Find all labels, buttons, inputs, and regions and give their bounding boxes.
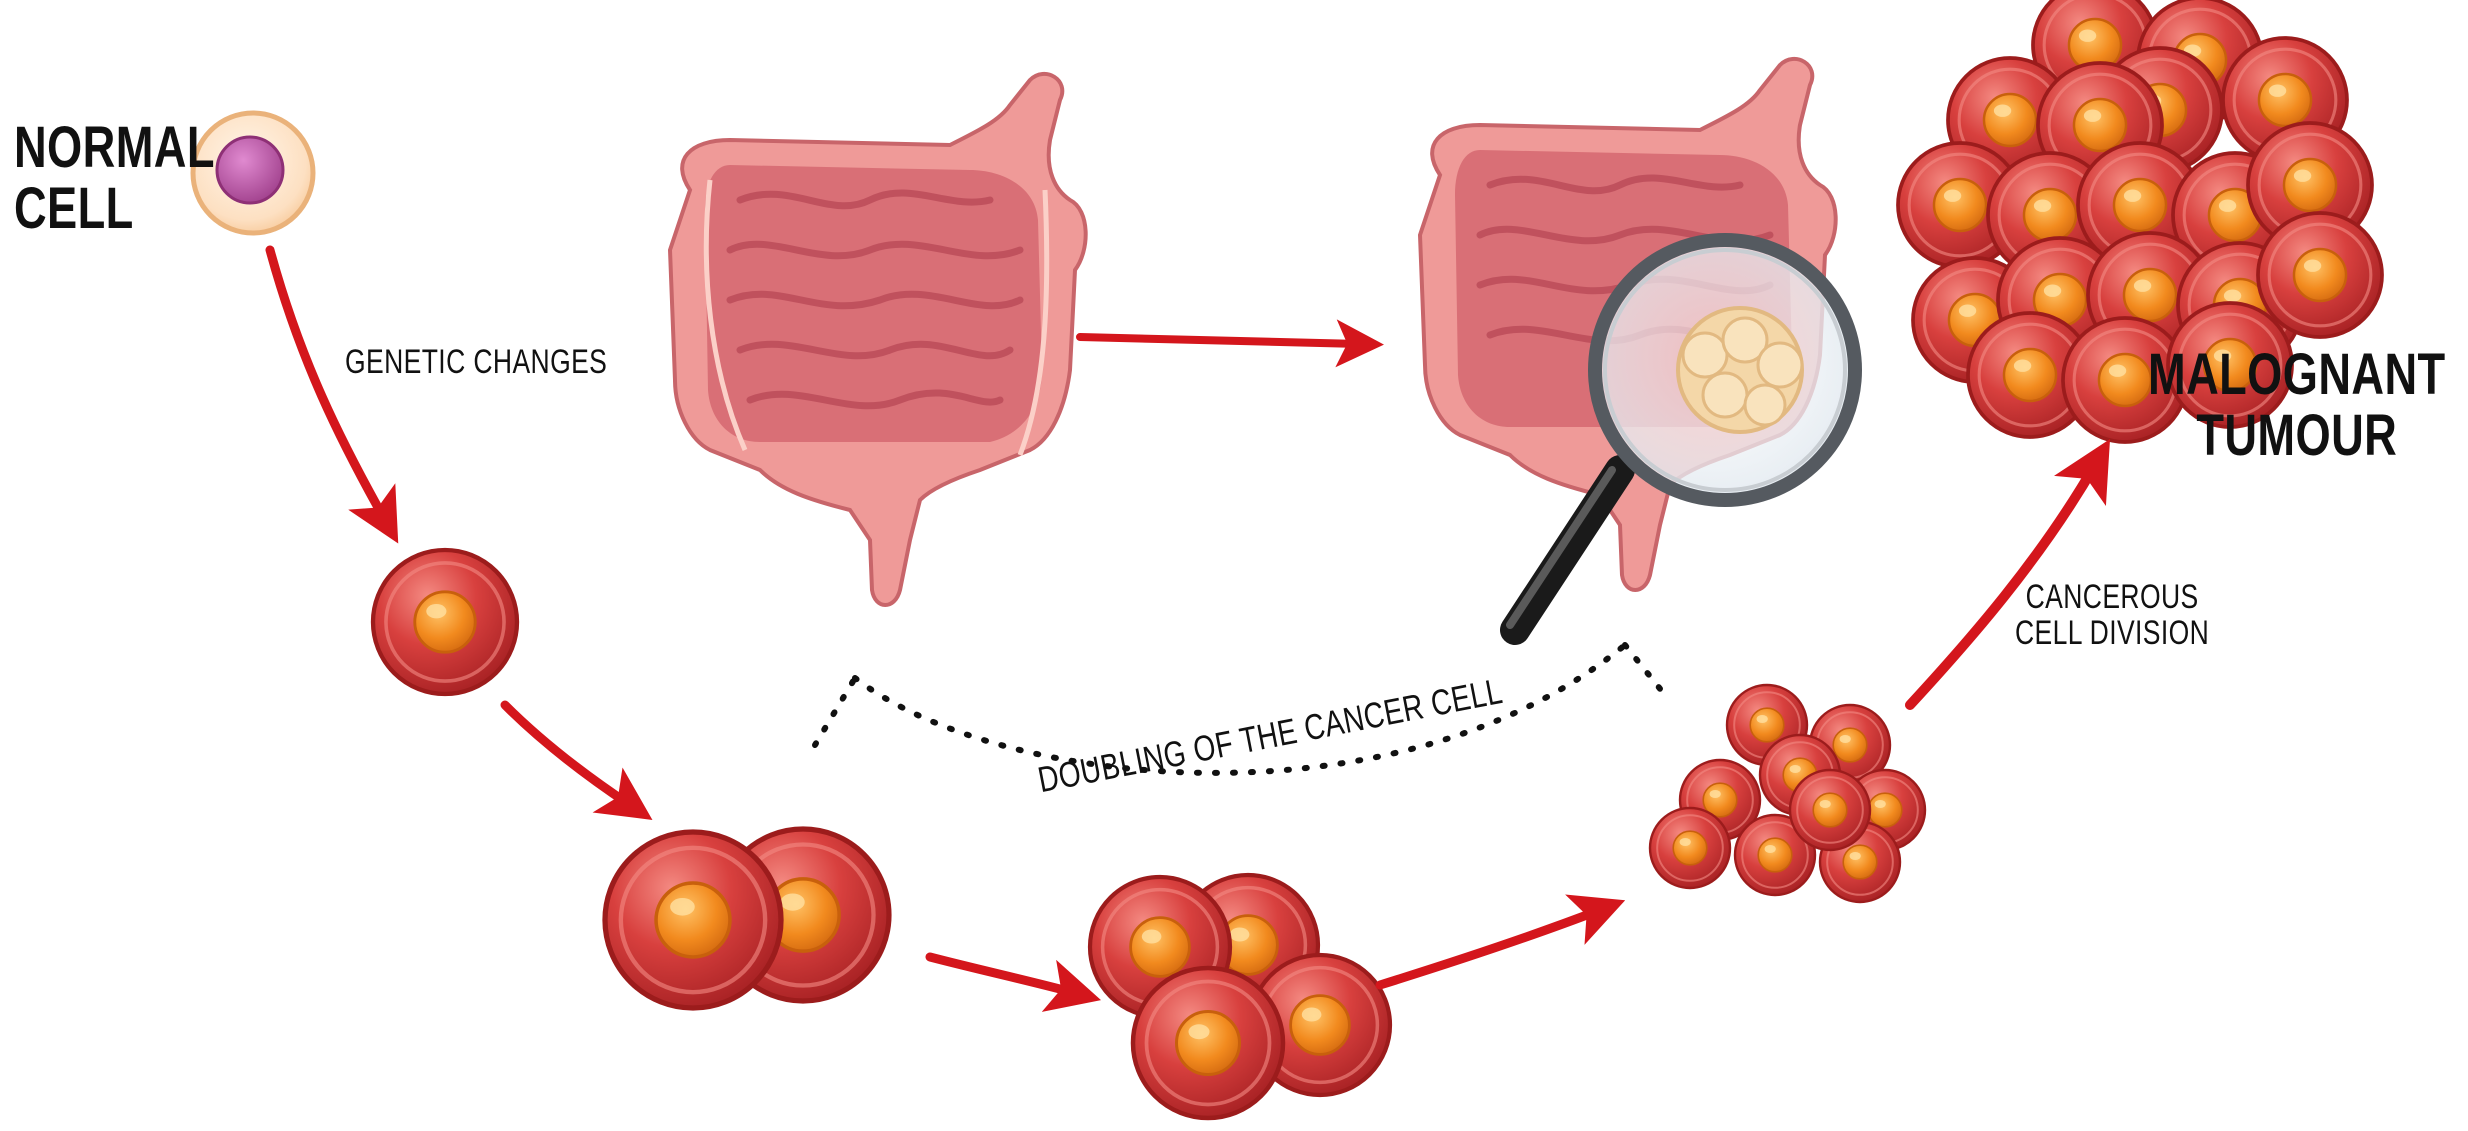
cancer-cell [373, 550, 517, 694]
arrow-genetic-changes [270, 250, 385, 520]
label-malignant-line2: TUMOUR [2148, 406, 2446, 467]
cancer-cell [1650, 808, 1730, 888]
arrow-to-cluster [1380, 910, 1600, 985]
arrow-to-four-cells [930, 957, 1075, 993]
label-genetic-changes: GENETIC CHANGES [345, 345, 607, 381]
label-normal-cell-line2: CELL [14, 179, 215, 240]
cancer-cell [2258, 213, 2382, 337]
four-cells [1090, 875, 1390, 1118]
label-malignant-tumour: MALOGNANT TUMOUR [2148, 345, 2446, 467]
cancer-cell [1133, 968, 1283, 1118]
label-cancerous-division: CANCEROUS CELL DIVISION [2015, 580, 2209, 651]
intestine-normal-illustration [670, 74, 1086, 605]
label-normal-cell: NORMAL CELL [14, 118, 215, 240]
cancer-cell [1790, 770, 1870, 850]
arrow-intestine-zoom [1080, 337, 1360, 344]
two-cells [605, 829, 889, 1008]
label-malignant-line1: MALOGNANT [2148, 345, 2446, 406]
tumour-growth-magnified [1678, 308, 1802, 432]
cancer-cells [373, 0, 2382, 1118]
cancer-cell [605, 832, 781, 1008]
mutated-cell [373, 550, 517, 694]
arrow-to-two-cells [505, 705, 630, 805]
label-normal-cell-line1: NORMAL [14, 118, 215, 179]
cell-cluster [1650, 685, 1925, 902]
label-cancerous-line1: CANCEROUS [2015, 580, 2209, 616]
label-cancerous-line2: CELL DIVISION [2015, 616, 2209, 652]
